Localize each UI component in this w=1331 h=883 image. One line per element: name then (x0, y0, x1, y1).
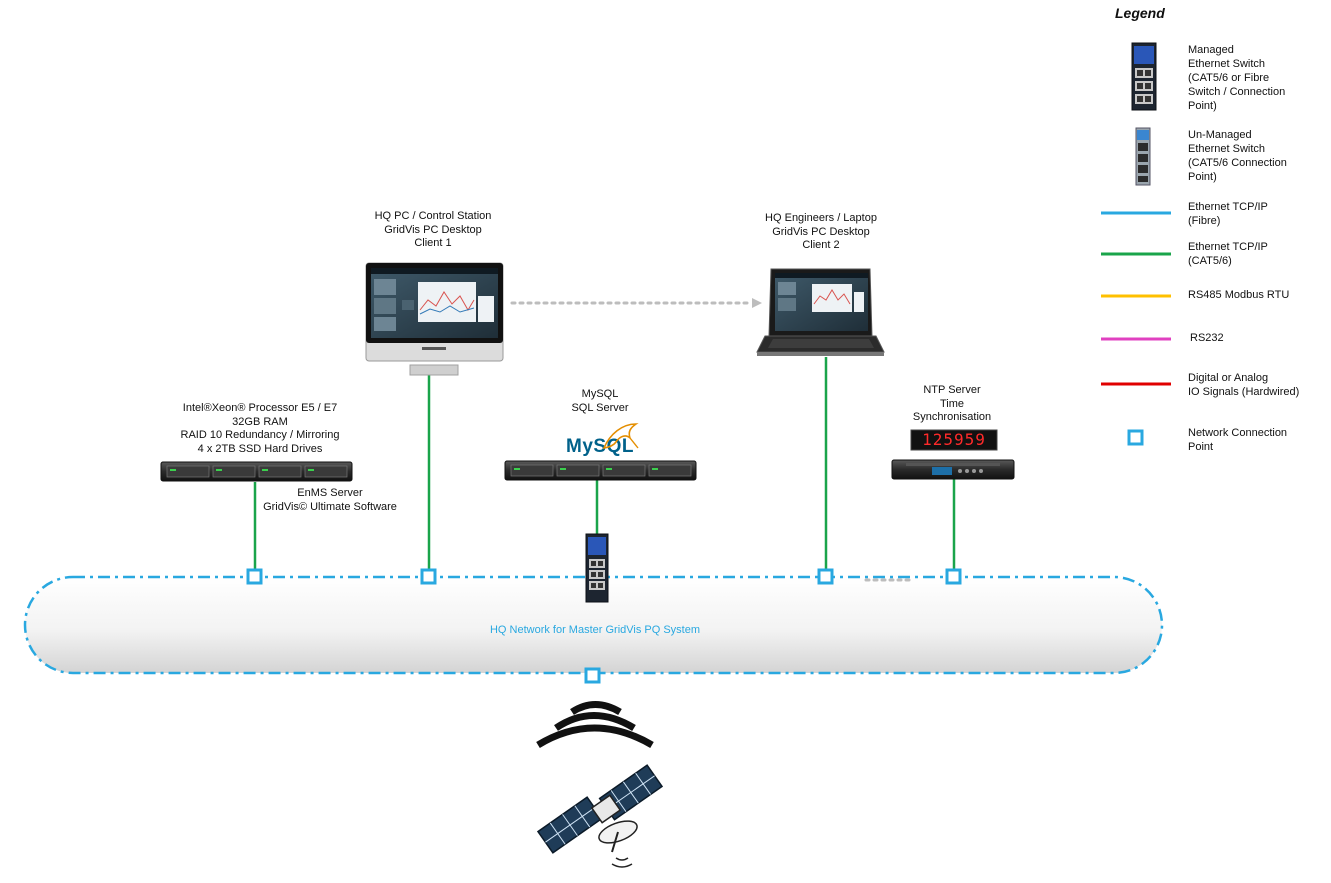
wireless-signal-icon (536, 701, 654, 749)
cat56-links (253, 357, 956, 570)
connection-point (246, 568, 263, 585)
hq-pc-line-3: Client 1 (414, 237, 452, 249)
legend-cat56-text: Ethernet TCP/IP (CAT5/6) (1188, 240, 1268, 268)
desktop-pc-icon (365, 262, 504, 376)
legend-io-text: Digital or Analog IO Signals (Hardwired) (1188, 371, 1299, 399)
legend-rs232-text: RS232 (1190, 331, 1224, 345)
server-spec-line-2: 32GB RAM (232, 415, 288, 428)
network-label-text: HQ Network for Master GridVis PQ System (489, 624, 701, 636)
ntp-line-2: Time (939, 397, 965, 410)
enms-server-icon (160, 461, 353, 482)
connection-point (817, 568, 834, 585)
legend-unmanaged-switch-icon (1135, 127, 1151, 186)
legend-text-line: (CAT5/6 or Fibre (1188, 72, 1270, 84)
server-spec-line-4: 4 x 2TB SSD Hard Drives (197, 442, 323, 455)
enms-line-1: EnMS Server (297, 487, 363, 499)
hq-network-bus (23, 575, 1164, 675)
legend-text-line: Un-Managed (1188, 129, 1252, 141)
legend-title: Legend (1115, 5, 1165, 21)
mysql-server-icon (504, 460, 697, 481)
ntp-clock-display: 125959 (913, 431, 995, 449)
legend-text-line: Point) (1188, 100, 1217, 112)
mysql-label: MySQL SQL Server (540, 388, 660, 415)
laptop-line-2: GridVis PC Desktop (772, 225, 870, 238)
legend-text-line: RS232 (1190, 332, 1224, 344)
legend-text-line: IO Signals (Hardwired) (1188, 386, 1300, 398)
legend-text-line: RS485 Modbus RTU (1188, 289, 1290, 301)
legend-text-line: Ethernet TCP/IP (1188, 201, 1268, 213)
laptop-icon (756, 268, 885, 356)
legend-rs485-text: RS485 Modbus RTU (1188, 288, 1289, 302)
enms-label: EnMS Server GridVis© Ultimate Software (230, 487, 430, 514)
satellite-icon (536, 764, 664, 868)
legend-connection-point-text: Network Connection Point (1188, 426, 1287, 454)
laptop-label: HQ Engineers / Laptop GridVis PC Desktop… (724, 212, 918, 253)
enms-line-2: GridVis© Ultimate Software (263, 500, 397, 513)
legend-text-line: Ethernet Switch (1188, 143, 1266, 155)
server-spec-label: Intel®Xeon® Processor E5 / E7 32GB RAM R… (150, 402, 370, 456)
server-spec-line-1: Intel®Xeon® Processor E5 / E7 (182, 402, 338, 414)
ntp-line-1: NTP Server (923, 384, 981, 396)
legend-text-line: (CAT5/6 Connection (1188, 157, 1287, 169)
network-connection-points (246, 568, 962, 684)
legend-text-line: Point) (1188, 171, 1217, 183)
connection-point (945, 568, 962, 585)
connection-point (420, 568, 437, 585)
legend-text-line: Network Connection (1188, 427, 1288, 439)
legend-text-line: Digital or Analog (1188, 372, 1269, 384)
hq-pc-line-2: GridVis PC Desktop (384, 223, 482, 236)
laptop-line-3: Client 2 (802, 239, 840, 251)
client-sync-link (510, 298, 762, 308)
server-spec-line-3: RAID 10 Redundancy / Mirroring (180, 429, 340, 441)
legend-connection-point-icon (1127, 429, 1144, 446)
mysql-line-2: SQL Server (571, 401, 629, 414)
legend-text-line: (CAT5/6) (1188, 255, 1232, 267)
legend-managed-switch-icon (1131, 42, 1157, 111)
legend-fibre-text: Ethernet TCP/IP (Fibre) (1188, 200, 1268, 228)
legend-text-line: Ethernet TCP/IP (1188, 241, 1268, 253)
ntp-server-icon (891, 429, 1015, 480)
legend-text-line: (Fibre) (1188, 215, 1221, 227)
legend-text-line: Point (1188, 441, 1214, 453)
legend-text-line: Switch / Connection (1188, 86, 1286, 98)
legend-managed-switch-text: Managed Ethernet Switch (CAT5/6 or Fibre… (1188, 43, 1285, 113)
connection-point (584, 667, 601, 684)
ntp-clock-digits: 125959 (922, 430, 986, 449)
legend-unmanaged-switch-text: Un-Managed Ethernet Switch (CAT5/6 Conne… (1188, 128, 1287, 184)
ntp-label: NTP Server Time Synchronisation (890, 384, 1014, 425)
legend-text-line: Ethernet Switch (1188, 58, 1266, 70)
hq-pc-line-1: HQ PC / Control Station (374, 210, 492, 222)
network-label: HQ Network for Master GridVis PQ System (420, 624, 770, 638)
managed-switch-icon (585, 533, 609, 603)
dolphin-icon (602, 423, 639, 450)
laptop-line-1: HQ Engineers / Laptop (765, 212, 877, 224)
hq-pc-label: HQ PC / Control Station GridVis PC Deskt… (336, 210, 530, 251)
mysql-line-1: MySQL (581, 388, 619, 400)
ntp-line-3: Synchronisation (912, 411, 992, 423)
legend-text-line: Managed (1188, 44, 1234, 56)
